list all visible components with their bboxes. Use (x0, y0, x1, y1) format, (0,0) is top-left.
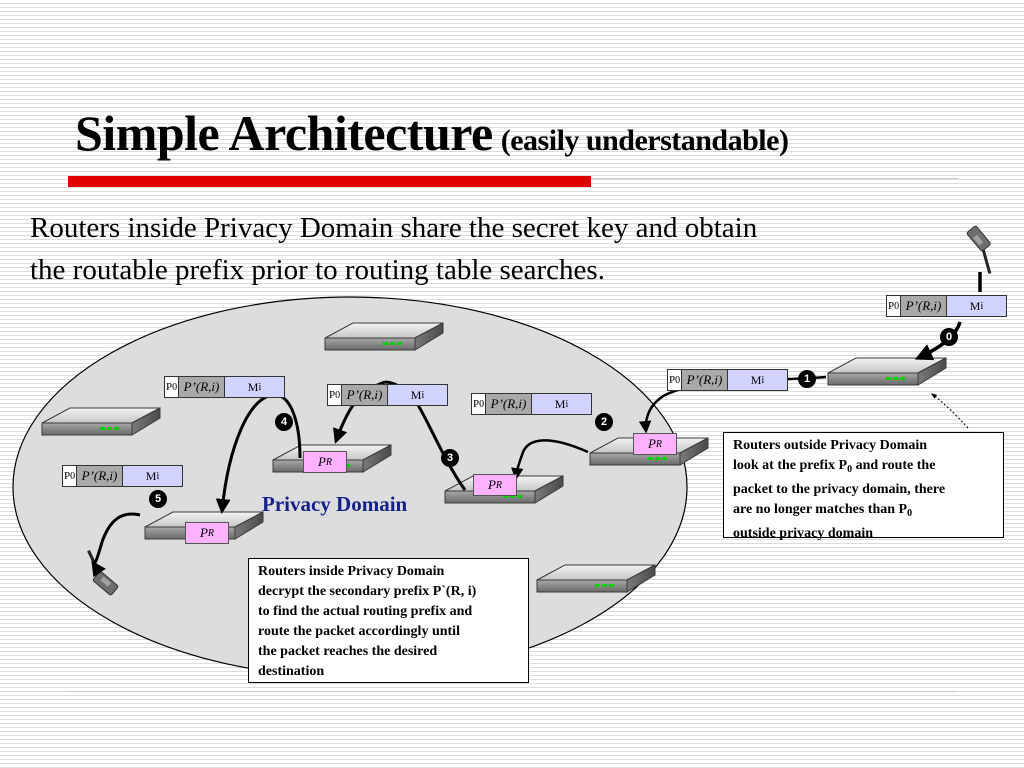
intro-line-2: the routable prefix prior to routing tab… (30, 254, 605, 286)
step-badge-1: 1 (798, 370, 816, 388)
packet-secondary-prefix: P’(R,i) (486, 394, 532, 414)
packet-secondary-prefix: P’(R,i) (901, 296, 947, 316)
privacy-domain-label: Privacy Domain (262, 492, 408, 516)
title-subtitle: (easily understandable) (500, 124, 789, 157)
title-main: Simple Architecture (75, 105, 493, 161)
title-underline-red (68, 176, 591, 187)
note-inside-routers: Routers inside Privacy Domain decrypt th… (248, 558, 529, 683)
packet-secondary-prefix: P’(R,i) (342, 385, 388, 405)
packet-secondary-prefix: P’(R,i) (77, 466, 123, 486)
title-underline-thin (591, 178, 959, 179)
packet-secondary-prefix: P’(R,i) (179, 377, 225, 397)
note-outside-routers: Routers outside Privacy Domain look at t… (723, 432, 1004, 541)
arrow-step-2 (511, 439, 589, 481)
note-pointer (931, 393, 969, 429)
intro-text: Routers inside Privacy Domain share the … (30, 207, 910, 291)
step-badge-2: 2 (595, 413, 613, 431)
step-badge-3: 3 (441, 449, 459, 467)
intro-line-1: Routers inside Privacy Domain share the … (30, 212, 758, 244)
step-badge-0: 0 (940, 328, 958, 346)
arrow-step-5 (91, 512, 141, 578)
step-badge-4: 4 (275, 413, 293, 431)
step-badge-5: 5 (149, 490, 167, 508)
footer-rule (68, 691, 958, 692)
slide-title: Simple Architecture(easily understandabl… (75, 104, 789, 162)
router-outside (827, 357, 947, 386)
packet-secondary-prefix: P’(R,i) (682, 370, 728, 390)
mobile-device-source-icon (958, 223, 1007, 276)
